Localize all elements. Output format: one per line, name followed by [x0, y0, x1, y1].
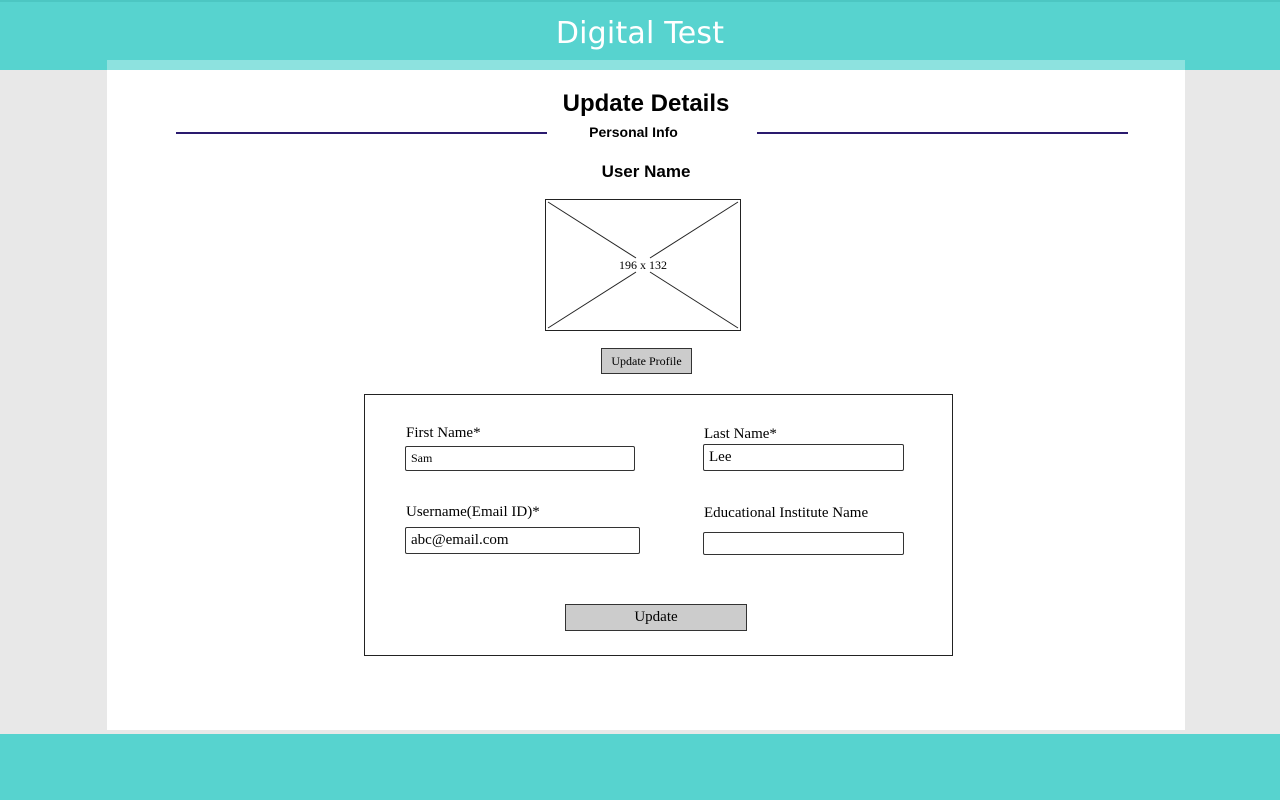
last-name-field[interactable]: Lee	[703, 444, 904, 471]
section-divider-right	[757, 132, 1128, 134]
username-email-field[interactable]: abc@email.com	[405, 527, 640, 554]
image-placeholder-icon	[547, 201, 739, 329]
update-button[interactable]: Update	[565, 604, 747, 631]
last-name-label: Last Name*	[704, 426, 777, 442]
first-name-label: First Name*	[406, 425, 481, 441]
user-name-heading: User Name	[601, 162, 691, 181]
app-title: Digital Test	[555, 16, 725, 51]
first-name-field[interactable]: Sam	[405, 446, 635, 471]
main-panel: Update Details Personal Info User Name 1…	[107, 60, 1185, 730]
institute-name-field[interactable]	[703, 532, 904, 555]
panel-top-strip	[107, 60, 1185, 70]
username-label: Username(Email ID)*	[406, 504, 540, 520]
page-title: Update Details	[562, 90, 730, 117]
profile-image-placeholder: 196 x 132	[545, 199, 741, 331]
section-divider-left	[176, 132, 547, 134]
institute-label: Educational Institute Name	[704, 505, 869, 521]
update-profile-button[interactable]: Update Profile	[601, 348, 692, 374]
details-form: First Name* Sam Last Name* Lee Username(…	[364, 394, 953, 656]
image-size-label: 196 x 132	[619, 258, 667, 272]
app-header: Digital Test	[0, 0, 1280, 70]
app-footer	[0, 734, 1280, 800]
section-label: Personal Info	[589, 124, 678, 140]
